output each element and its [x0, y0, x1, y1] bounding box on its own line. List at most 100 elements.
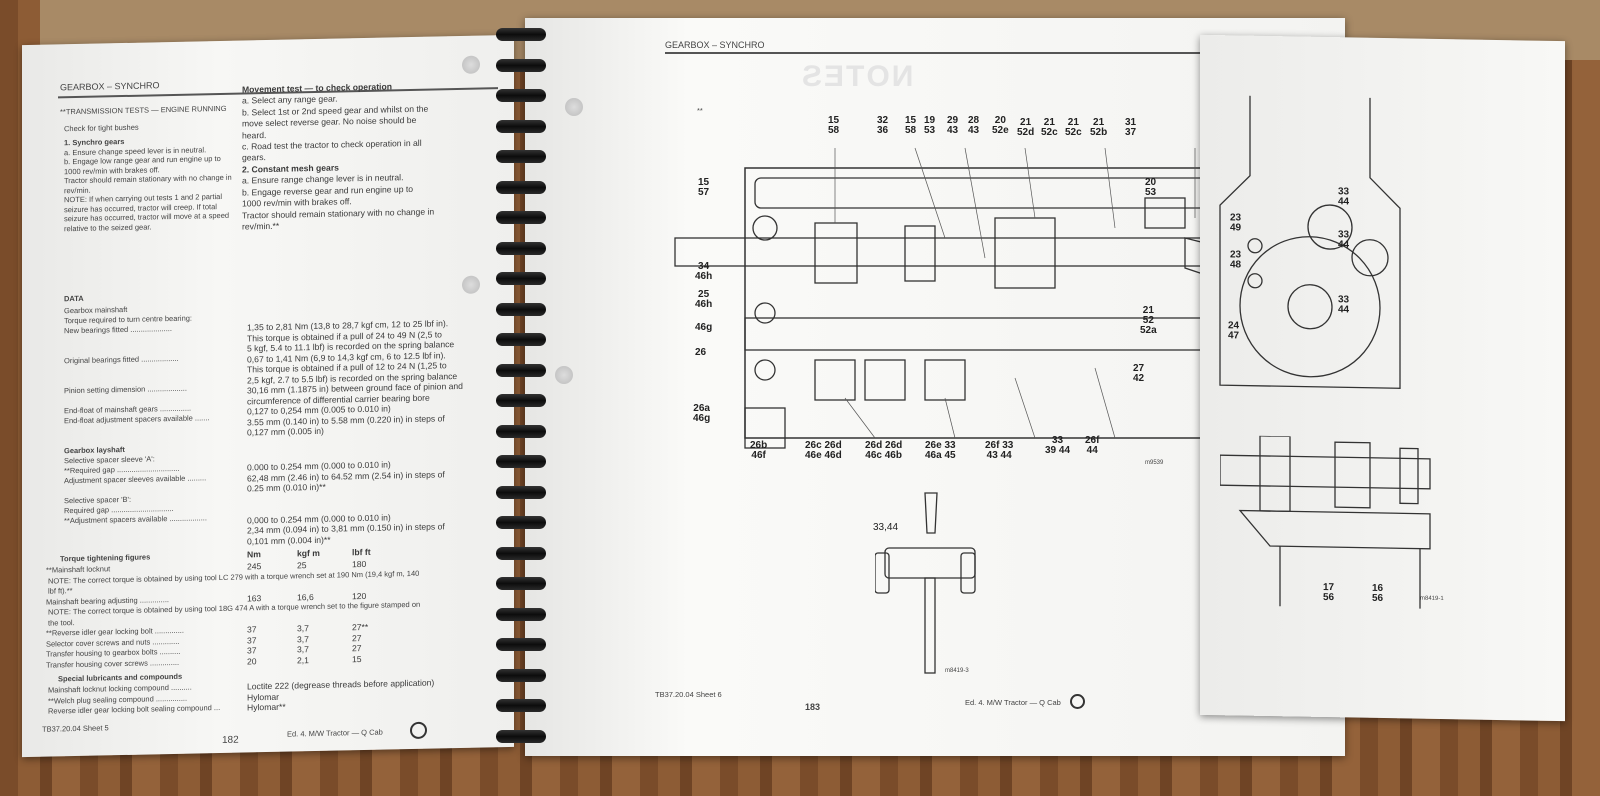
torque-kgf: 25	[297, 560, 307, 571]
binding-ring	[496, 516, 546, 529]
check-text: Check for tight bushes	[64, 122, 139, 134]
callout-label: 23 48	[1230, 249, 1242, 271]
callout-label: 21 52d	[1017, 117, 1035, 138]
torque-lbf: 15	[352, 653, 362, 664]
page-number: 183	[805, 702, 821, 712]
callout-label: 15 57	[698, 177, 710, 198]
binding-ring	[496, 729, 546, 743]
callout-label: 20 53	[1145, 177, 1157, 198]
text-line: Pinion setting dimension ...............…	[64, 383, 187, 396]
text-line: a. Select any range gear.	[242, 93, 338, 106]
callout-label: 26a 46g	[693, 403, 711, 424]
callout-label: 34 46h	[695, 261, 713, 282]
text-line: heard.	[242, 129, 267, 141]
callout-label: 21 52b	[1090, 117, 1108, 138]
header-lbf: lbf ft	[352, 546, 371, 558]
callout-label: 15 58	[905, 115, 917, 136]
header-rule	[665, 52, 1345, 54]
text-line: **Adjustment spacers available .........…	[64, 513, 207, 526]
torque-kgf: 16,6	[297, 591, 314, 602]
torque-kgf: 3,7	[297, 623, 309, 634]
text-line: c. Road test the tractor to check operat…	[242, 137, 422, 152]
callout-label: 26f 44	[1085, 435, 1100, 456]
figure-code: m9539	[1145, 460, 1164, 466]
text-line: move select reverse gear. No noise shoul…	[242, 115, 417, 129]
binding-ring	[496, 89, 546, 102]
binding-ring	[496, 699, 546, 712]
callout-label: 26d 26d 46c 46b	[865, 440, 903, 461]
text-line: b. Engage reverse gear and run engine up…	[242, 183, 414, 198]
text-line: Original bearings fitted ...............…	[64, 353, 179, 366]
text-line: 0.25 mm (0.010 in)**	[247, 481, 326, 494]
torque-lbf: 180	[352, 558, 367, 570]
left-page: GEARBOX – SYNCHRO **TRANSMISSION TESTS —…	[22, 34, 514, 758]
callout-label: 32 36	[877, 115, 889, 136]
header-nm: Nm	[247, 549, 261, 560]
callout-label: 16 56	[1372, 582, 1384, 605]
binding-ring	[496, 577, 546, 590]
torque-kgf: 3,7	[297, 644, 309, 655]
page-header: GEARBOX – SYNCHRO	[60, 80, 160, 93]
lever-callout: 33,44	[873, 522, 899, 533]
punch-hole	[555, 366, 573, 384]
torque-note: the tool.	[48, 617, 75, 628]
callout-label: 33 39 44	[1045, 435, 1071, 456]
text-line: rev/min.**	[242, 220, 280, 232]
logo-icon	[410, 721, 427, 740]
layshaft-diagram	[1220, 435, 1431, 609]
binding-ring	[496, 211, 546, 224]
binding-ring	[496, 150, 546, 163]
binding-ring	[496, 485, 546, 499]
callout-label: 21 52c	[1065, 117, 1082, 138]
transfer-gear-diagram	[1219, 95, 1401, 389]
lubricant-value: Loctite 222 (degrease threads before app…	[247, 677, 435, 692]
callout-label: 17 56	[1323, 581, 1335, 604]
spiral-binding	[496, 28, 546, 768]
punch-hole	[462, 275, 480, 294]
callout-label: 26b 46f	[750, 440, 768, 461]
gear-lever-diagram	[875, 492, 976, 674]
callout-label: 21 52 52a	[1140, 305, 1157, 336]
footer-edition: Ed. 4. M/W Tractor — Q Cab	[965, 698, 1061, 707]
torque-kgf: 2,1	[297, 654, 309, 665]
torque-lbf: 27	[352, 632, 362, 643]
marker: **	[697, 106, 703, 115]
footer-edition: Ed. 4. M/W Tractor — Q Cab	[287, 727, 383, 739]
header-kgf: kgf m	[297, 547, 320, 559]
callout-label: 23 49	[1230, 212, 1242, 234]
callout-label: 26c 26d 46e 46d	[805, 440, 842, 461]
punch-hole	[462, 55, 480, 74]
torque-nm: 245	[247, 561, 262, 572]
callout-label: 26	[695, 347, 707, 358]
lubricant-value: Hylomar**	[247, 701, 286, 713]
binding-ring	[496, 272, 546, 285]
binding-ring	[496, 241, 546, 255]
punch-hole	[565, 98, 583, 116]
callout-label: 19 53	[924, 115, 936, 136]
torque-label: Transfer housing cover screws ..........…	[46, 657, 180, 670]
lever-figure-code: m8419-3	[945, 668, 969, 674]
binding-ring	[496, 119, 546, 133]
torque-kgf: 3,7	[297, 633, 309, 644]
text-line: gears.	[242, 152, 266, 163]
callout-label: 26e 33 46a 45	[925, 440, 956, 461]
foldout-figure-code: m8419-1	[1420, 595, 1444, 603]
binding-ring	[496, 58, 546, 72]
torque-note: lbf ft).**	[48, 586, 73, 596]
callout-label: 20 52e	[992, 115, 1009, 136]
binding-ring	[496, 363, 546, 377]
callout-label: 26f 33 43 44	[985, 440, 1014, 461]
torque-nm: 37	[247, 624, 257, 635]
page-number: 182	[222, 734, 239, 746]
binding-ring	[496, 607, 546, 621]
footer-ref: TB37.20.04 Sheet 6	[655, 690, 722, 699]
binding-ring	[496, 455, 546, 468]
callout-label: 21 52c	[1041, 117, 1058, 138]
data-title: DATA	[64, 293, 84, 304]
binding-ring	[496, 546, 546, 560]
torque-title: Torque tightening figures	[60, 552, 151, 564]
text-line: 0,127 mm (0.005 in)	[247, 425, 324, 438]
callout-label: 15 58	[828, 115, 840, 136]
footer-ref: TB37.20.04 Sheet 5	[42, 723, 109, 734]
